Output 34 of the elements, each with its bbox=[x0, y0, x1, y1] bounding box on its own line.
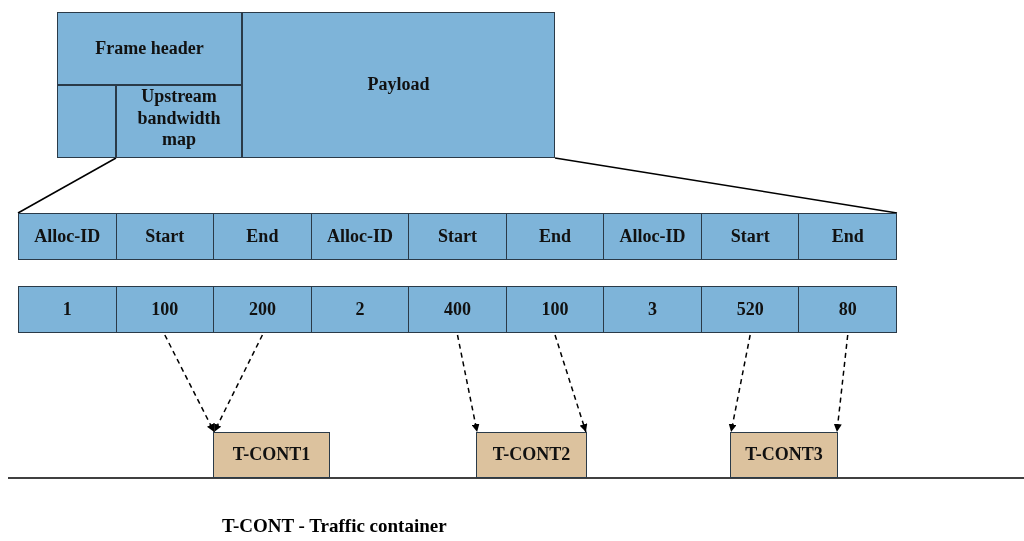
caption: T-CONT - Traffic container bbox=[222, 515, 447, 537]
zoom-line bbox=[17, 157, 117, 214]
header-cell: Start bbox=[408, 213, 507, 260]
arrow bbox=[554, 334, 588, 433]
header-cell: Alloc-ID bbox=[603, 213, 702, 260]
arrow bbox=[456, 334, 480, 433]
empty-field bbox=[57, 85, 116, 158]
container-box: T-CONT3 bbox=[730, 432, 838, 478]
container-box: T-CONT1 bbox=[213, 432, 330, 478]
arrow bbox=[833, 334, 849, 433]
container-box: T-CONT2 bbox=[476, 432, 587, 478]
payload-field: Payload bbox=[242, 12, 555, 158]
header-cell: End bbox=[798, 213, 897, 260]
value-cell: 80 bbox=[798, 286, 897, 333]
zoom-line bbox=[554, 157, 898, 214]
frame-header-field: Frame header bbox=[57, 12, 242, 85]
value-cell: 1 bbox=[18, 286, 117, 333]
value-cell: 100 bbox=[115, 286, 215, 333]
header-cell: End bbox=[505, 213, 605, 260]
header-cell: Start bbox=[700, 213, 800, 260]
value-cell: 520 bbox=[700, 286, 800, 333]
arrow bbox=[213, 334, 264, 433]
bandwidth-map-field: Upstream bandwidth map bbox=[116, 85, 242, 158]
value-cell: 2 bbox=[310, 286, 410, 333]
value-cell: 400 bbox=[408, 286, 507, 333]
value-cell: 200 bbox=[213, 286, 312, 333]
header-cell: Alloc-ID bbox=[18, 213, 117, 260]
value-cell: 3 bbox=[603, 286, 702, 333]
arrow bbox=[164, 334, 215, 433]
value-cell: 100 bbox=[505, 286, 605, 333]
header-cell: End bbox=[213, 213, 312, 260]
header-cell: Alloc-ID bbox=[310, 213, 410, 260]
header-cell: Start bbox=[115, 213, 215, 260]
arrow bbox=[728, 334, 751, 433]
